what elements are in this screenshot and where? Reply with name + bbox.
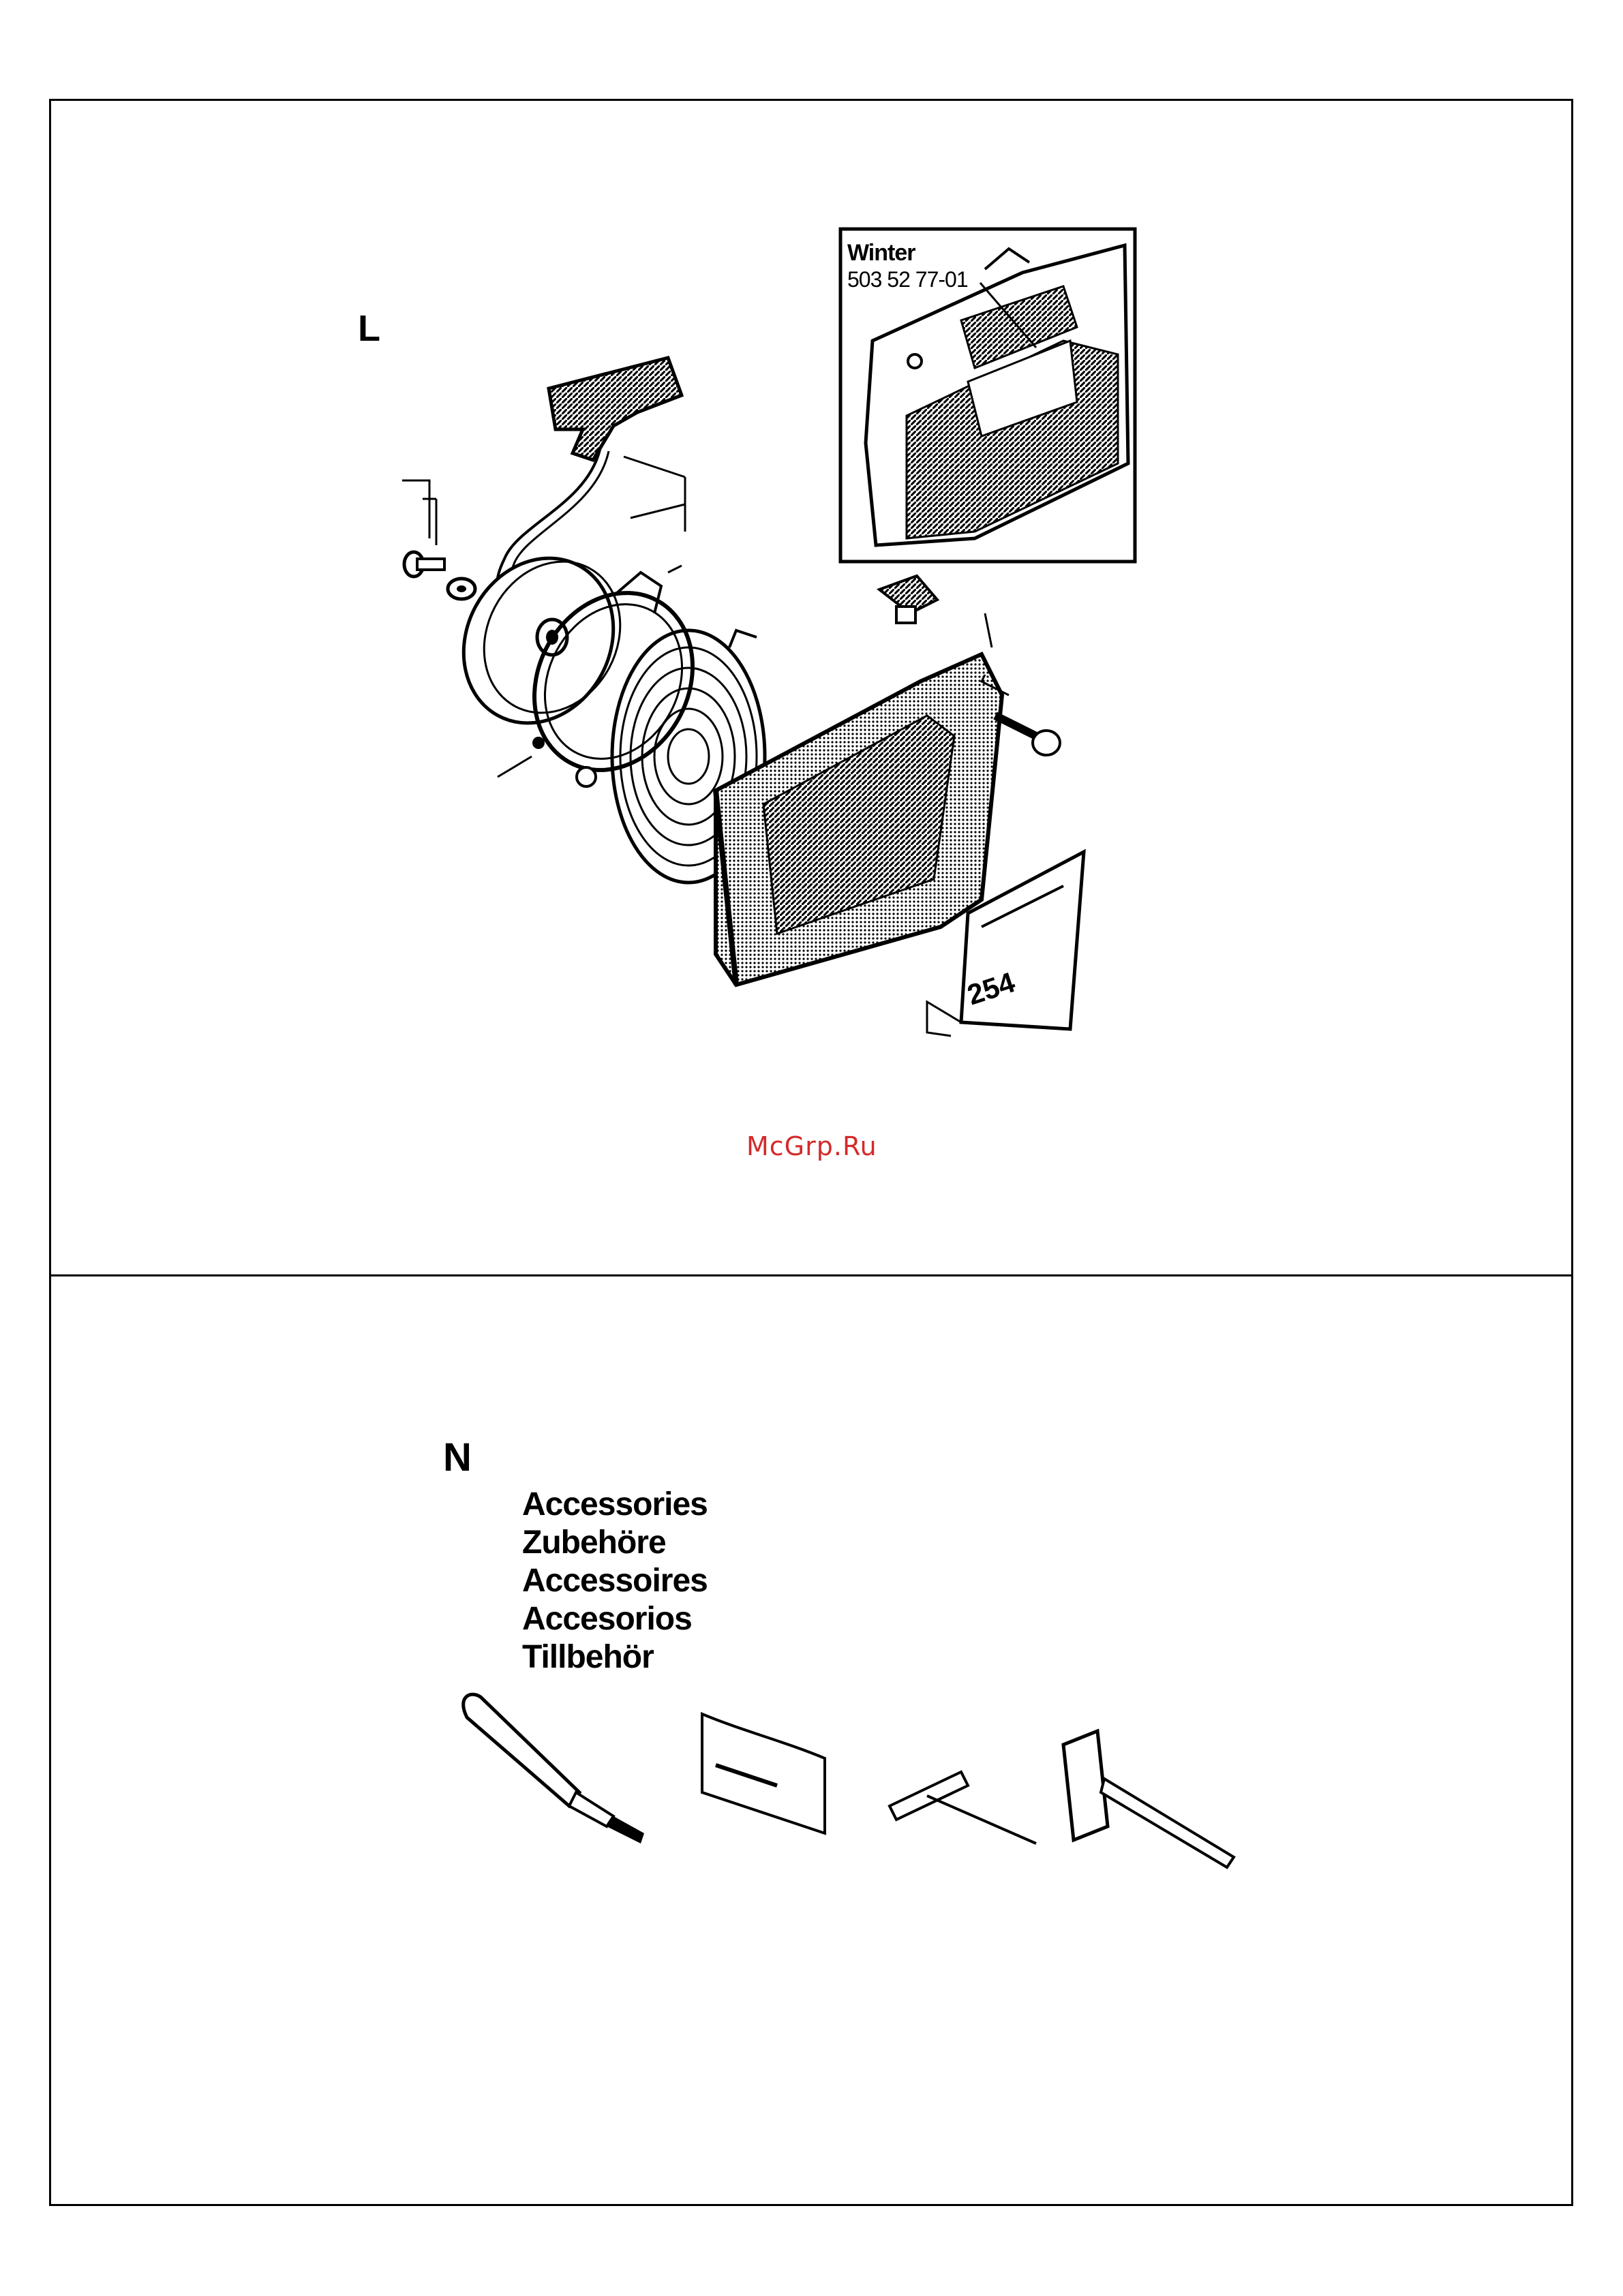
accessories-title-list: Accessories Zubehöre Accessoires Accesor… [522, 1486, 708, 1677]
combination-wrench-icon [1063, 1731, 1234, 1867]
screw-icon [404, 552, 475, 599]
inset-part-number: 503 52 77-01 [847, 267, 968, 292]
grease-gun-icon [464, 1694, 644, 1843]
accessories-title-sv: Tillbehör [522, 1638, 708, 1677]
accessories-title-fr: Accessoires [522, 1562, 708, 1600]
accessories-title-es: Accesorios [522, 1600, 708, 1638]
tool-pouch-icon [702, 1714, 825, 1833]
watermark: McGrp.Ru [746, 1131, 877, 1161]
accessories-title-de: Zubehöre [522, 1524, 708, 1562]
section-letter-l: L [358, 310, 380, 347]
inset-label: Winter [847, 240, 915, 266]
section-letter-n: N [443, 1438, 472, 1478]
t-wrench-icon [890, 1772, 1036, 1843]
accessories-title-en: Accessories [522, 1486, 708, 1524]
